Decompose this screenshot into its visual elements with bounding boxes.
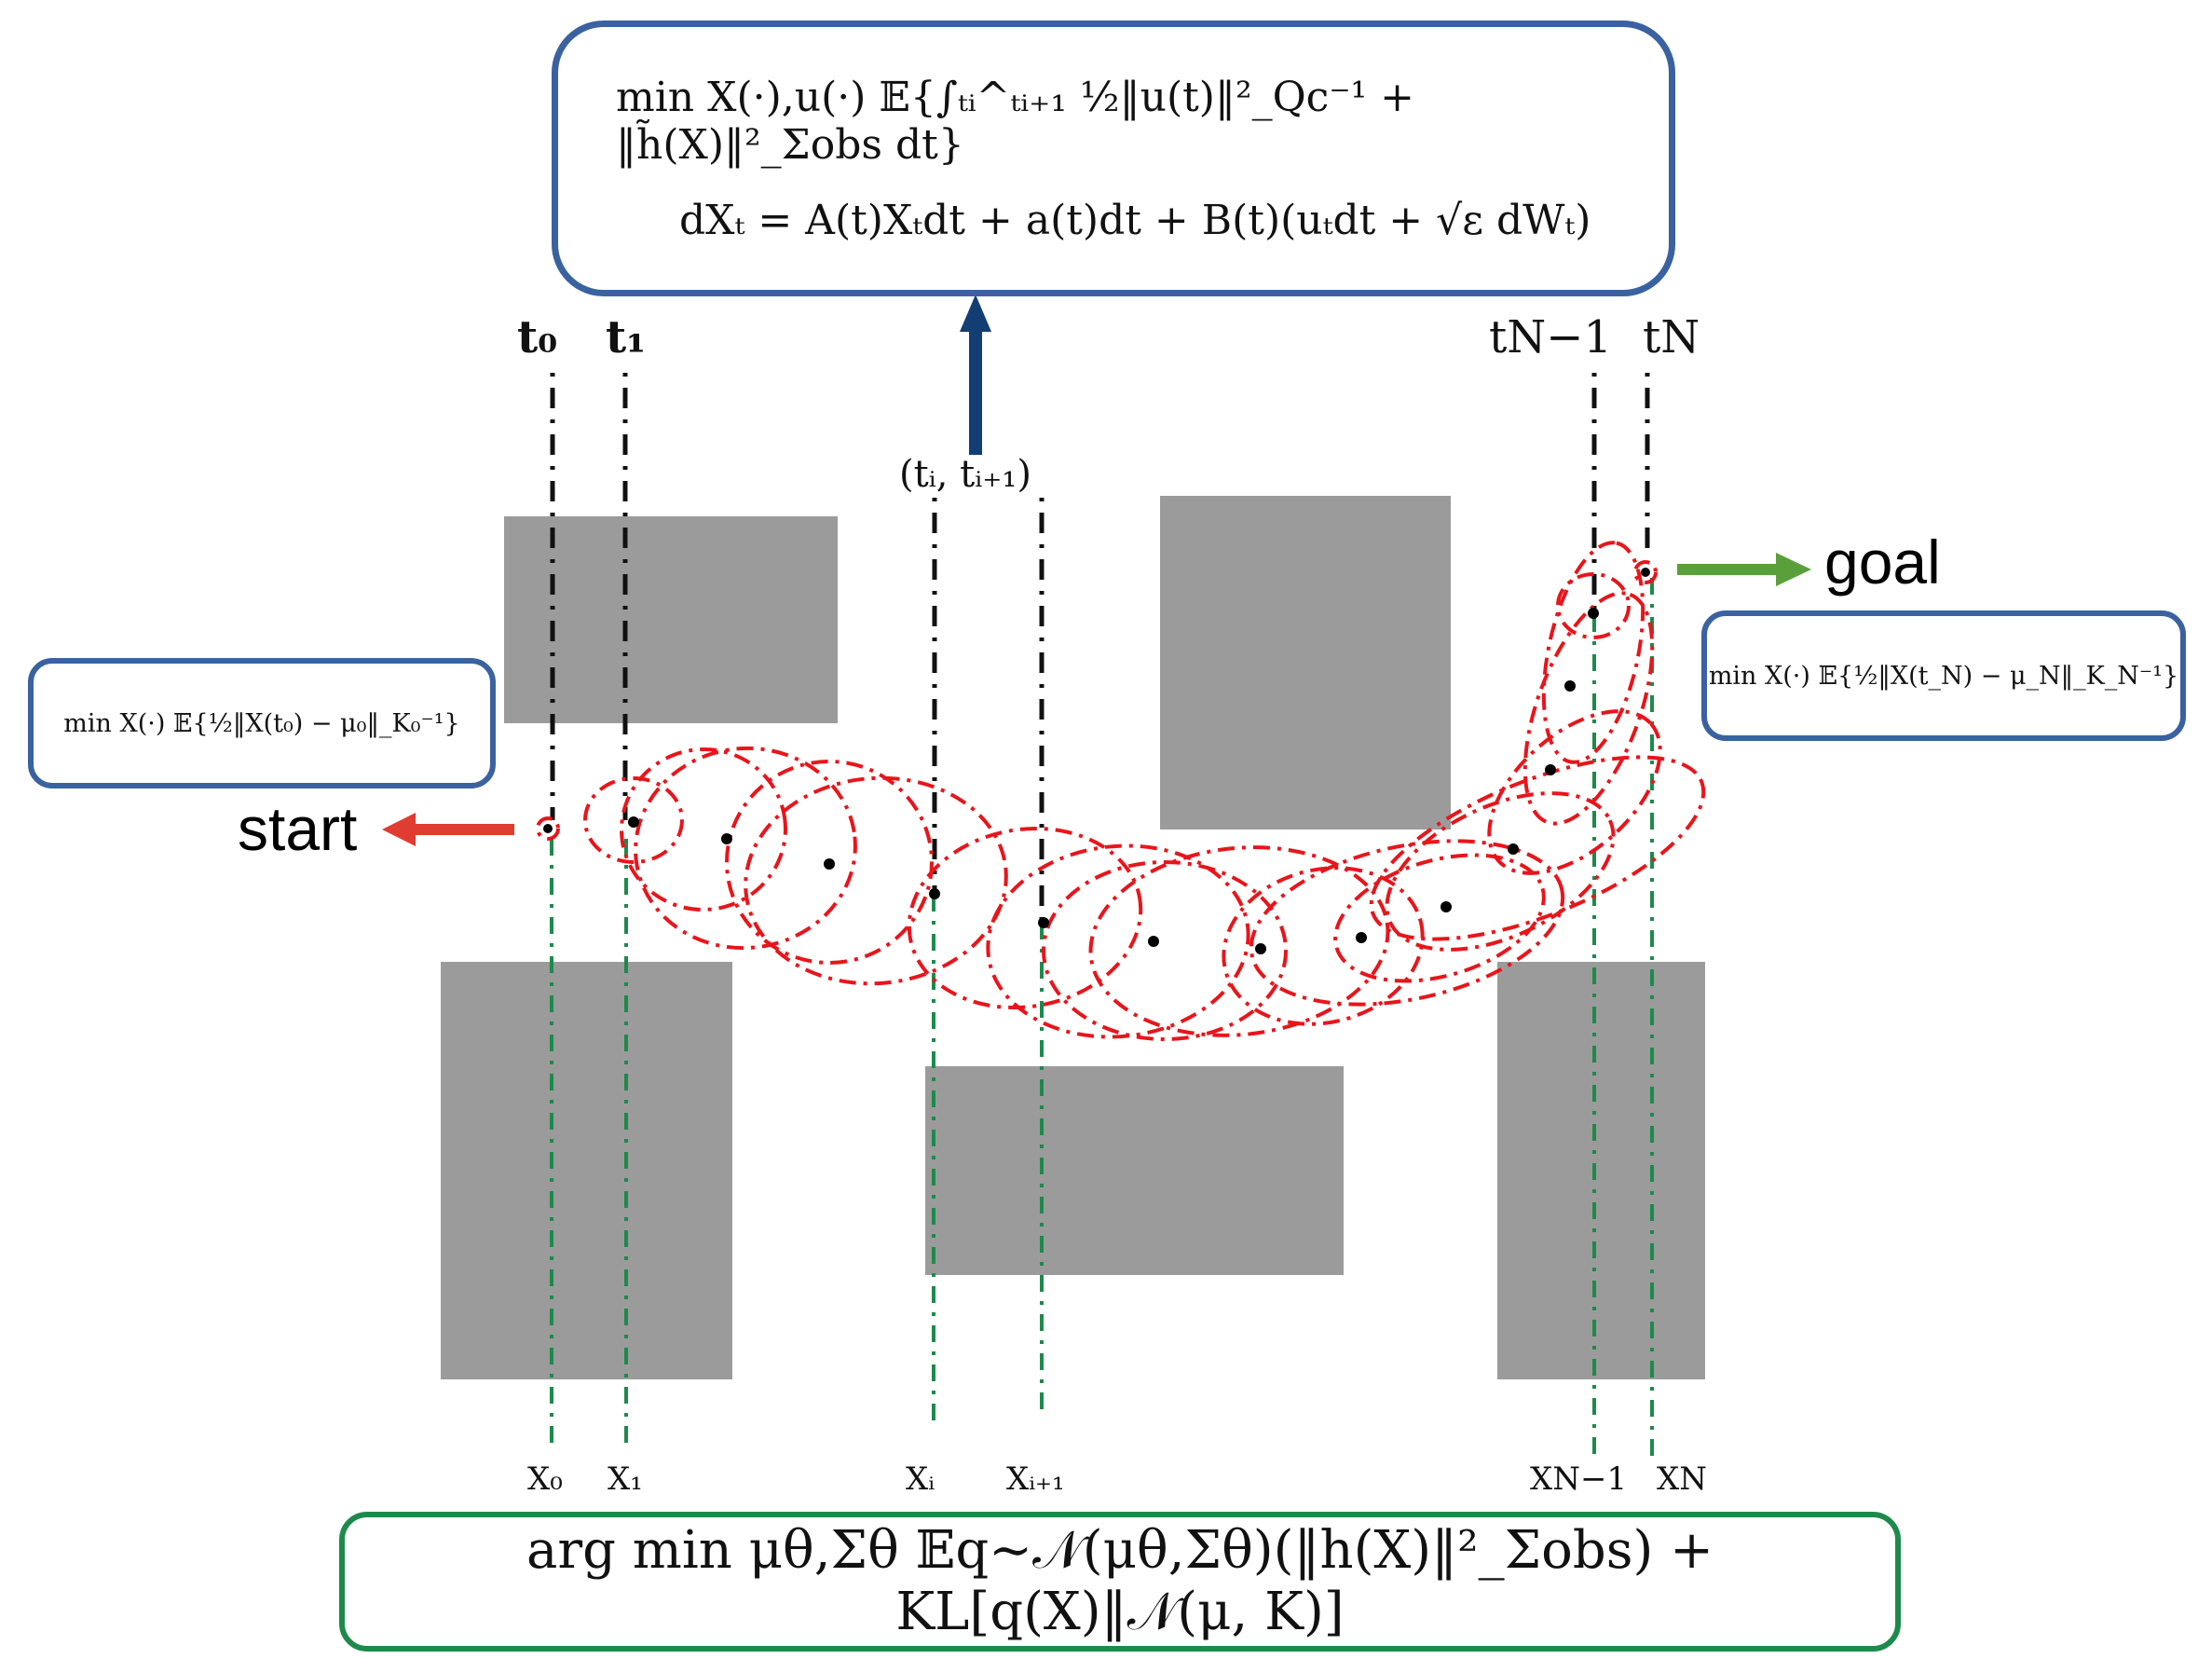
ellipse-11	[1249, 839, 1565, 1007]
start-point-ring	[536, 816, 560, 841]
ellipse-3	[634, 746, 857, 951]
ellipse-7	[986, 843, 1250, 1039]
variational-objective-formula: arg min μθ,Σθ 𝔼q∼𝒩(μθ,Σθ)(‖h(X)‖²_Σobs) …	[526, 1520, 1714, 1642]
mean-point	[721, 833, 732, 844]
obstacle-top-left	[504, 516, 838, 723]
mean-point	[543, 824, 553, 833]
mean-point	[824, 858, 835, 870]
mean-point	[1255, 943, 1266, 954]
label-xN1: XN−1	[1530, 1460, 1627, 1498]
ellipse-10	[1222, 866, 1425, 1026]
obstacle-bottom-right	[1497, 962, 1705, 1379]
goal-point-ring	[1633, 560, 1658, 584]
mean-point	[1441, 901, 1452, 912]
start-cost-formula: min X(·) 𝔼{½‖X(t₀) − μ₀‖_K₀⁻¹}	[63, 708, 460, 738]
label-t0: t₀	[517, 311, 557, 363]
ellipse-13	[1385, 791, 1616, 952]
ellipse-18	[1556, 572, 1631, 639]
start-cost-box: min X(·) 𝔼{½‖X(t₀) − μ₀‖_K₀⁻¹}	[28, 658, 496, 788]
mean-point	[1508, 843, 1519, 855]
label-xi: Xᵢ	[906, 1460, 935, 1498]
label-interval: (tᵢ, tᵢ₊₁)	[899, 453, 1031, 496]
label-xN: XN	[1657, 1460, 1707, 1498]
dynamics-formula: dXₜ = A(t)Xₜdt + a(t)dt + B(t)(uₜdt + √ε…	[679, 196, 1591, 244]
obstacle-top-middle	[1160, 496, 1451, 830]
time-lines	[550, 373, 1650, 923]
start-label: start	[238, 794, 357, 863]
start-arrow	[382, 813, 514, 846]
ellipse-12	[1333, 853, 1546, 983]
label-tN: tN	[1643, 311, 1700, 363]
goal-cost-box: min X(·) 𝔼{½‖X(t_N) − μ_N‖_K_N⁻¹}	[1701, 610, 2186, 741]
mean-point	[628, 816, 639, 828]
goal-label: goal	[1824, 528, 1941, 596]
goal-arrow	[1677, 553, 1811, 586]
ellipse-6	[907, 826, 1143, 1010]
mean-point	[1356, 932, 1367, 943]
mean-point	[1545, 764, 1556, 775]
label-xi1: Xᵢ₊₁	[1006, 1460, 1065, 1498]
mean-point	[1588, 608, 1599, 619]
ellipse-9	[1088, 845, 1390, 1037]
ellipse-14	[1369, 755, 1706, 941]
ellipse-4	[725, 760, 934, 965]
mean-point	[1038, 917, 1049, 928]
ellipse-2	[620, 747, 787, 912]
mean-point	[1641, 568, 1650, 577]
path-cost-box: min X(·),u(·) 𝔼{∫ₜᵢ^ₜᵢ₊₁ ½‖u(t)‖²_Qc⁻¹ +…	[552, 21, 1675, 296]
label-x1: X₁	[608, 1460, 643, 1498]
mean-point	[929, 888, 940, 899]
ellipse-1	[583, 776, 684, 864]
label-x0: X₀	[527, 1460, 563, 1498]
path-cost-formula: min X(·),u(·) 𝔼{∫ₜᵢ^ₜᵢ₊₁ ½‖u(t)‖²_Qc⁻¹ +…	[616, 73, 1415, 169]
ellipse-16	[1522, 591, 1655, 826]
obstacles	[441, 496, 1705, 1379]
variational-objective-box: arg min μθ,Σθ 𝔼q∼𝒩(μθ,Σθ)(‖h(X)‖²_Σobs) …	[339, 1512, 1901, 1652]
covariance-ellipses	[536, 541, 1706, 1041]
mean-points	[543, 568, 1650, 954]
label-tN1: tN−1	[1489, 311, 1612, 363]
ellipse-15	[1487, 709, 1662, 875]
obstacle-bottom-left	[441, 962, 732, 1379]
mean-point	[1148, 936, 1159, 947]
ellipse-5	[744, 775, 1008, 986]
ellipse-8	[1042, 860, 1288, 1041]
interval-up-arrow	[960, 295, 991, 455]
mean-point	[1564, 680, 1576, 692]
ellipse-17	[1541, 541, 1645, 764]
goal-cost-formula: min X(·) 𝔼{½‖X(t_N) − μ_N‖_K_N⁻¹}	[1708, 661, 2179, 691]
obstacle-bottom-middle	[925, 1066, 1344, 1275]
label-t1: t₁	[606, 311, 646, 363]
